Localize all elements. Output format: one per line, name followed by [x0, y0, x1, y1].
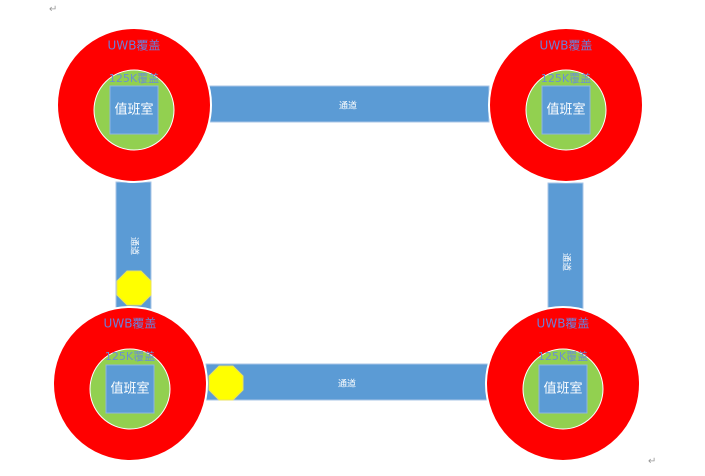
uwb-coverage-label: UWB覆盖	[540, 39, 593, 53]
corridor-right-shape	[547, 182, 584, 312]
coverage-125k-label: 125K覆盖	[105, 349, 155, 363]
corridor-bottom-shape	[205, 363, 490, 401]
station-top-right: UWB覆盖 125K覆盖 值班室	[488, 27, 644, 183]
uwb-coverage-label: UWB覆盖	[104, 317, 157, 331]
corridor-right-label: 通道	[561, 253, 573, 271]
corridor-top: 通道	[207, 85, 490, 123]
uwb-coverage-label: UWB覆盖	[108, 39, 161, 53]
tag-marker-bottom-corridor	[208, 365, 244, 401]
duty-room-label: 值班室	[543, 381, 582, 397]
coverage-125k-label: 125K覆盖	[538, 349, 588, 363]
corridor-bottom: 通道	[205, 363, 490, 401]
coverage-125k-label: 125K覆盖	[109, 71, 159, 85]
paragraph-mark-bottom: ↵	[648, 456, 657, 467]
duty-room-label: 值班室	[110, 381, 149, 397]
duty-room	[105, 364, 155, 414]
corridor-top-label: 通道	[339, 100, 357, 112]
duty-room-label: 值班室	[114, 102, 153, 118]
duty-room-label: 值班室	[546, 102, 585, 118]
duty-room	[541, 85, 591, 135]
duty-room	[109, 85, 159, 135]
duty-room	[538, 364, 588, 414]
station-top-left: UWB覆盖 125K覆盖 值班室	[56, 27, 212, 183]
uwb-coverage-label: UWB覆盖	[537, 317, 590, 331]
coverage-125k-label: 125K覆盖	[541, 71, 591, 85]
station-bottom-right: UWB覆盖 125K覆盖 值班室	[485, 306, 641, 462]
tag-marker-left-corridor	[116, 270, 152, 306]
corridor-top-shape	[207, 85, 490, 123]
paragraph-mark-top: ↵	[49, 4, 58, 15]
corridor-bottom-label: 通道	[338, 378, 356, 390]
corridor-right: 通道	[547, 182, 584, 312]
station-bottom-left: UWB覆盖 125K覆盖 值班室	[52, 306, 208, 462]
corridor-left-label: 通道	[129, 237, 141, 255]
